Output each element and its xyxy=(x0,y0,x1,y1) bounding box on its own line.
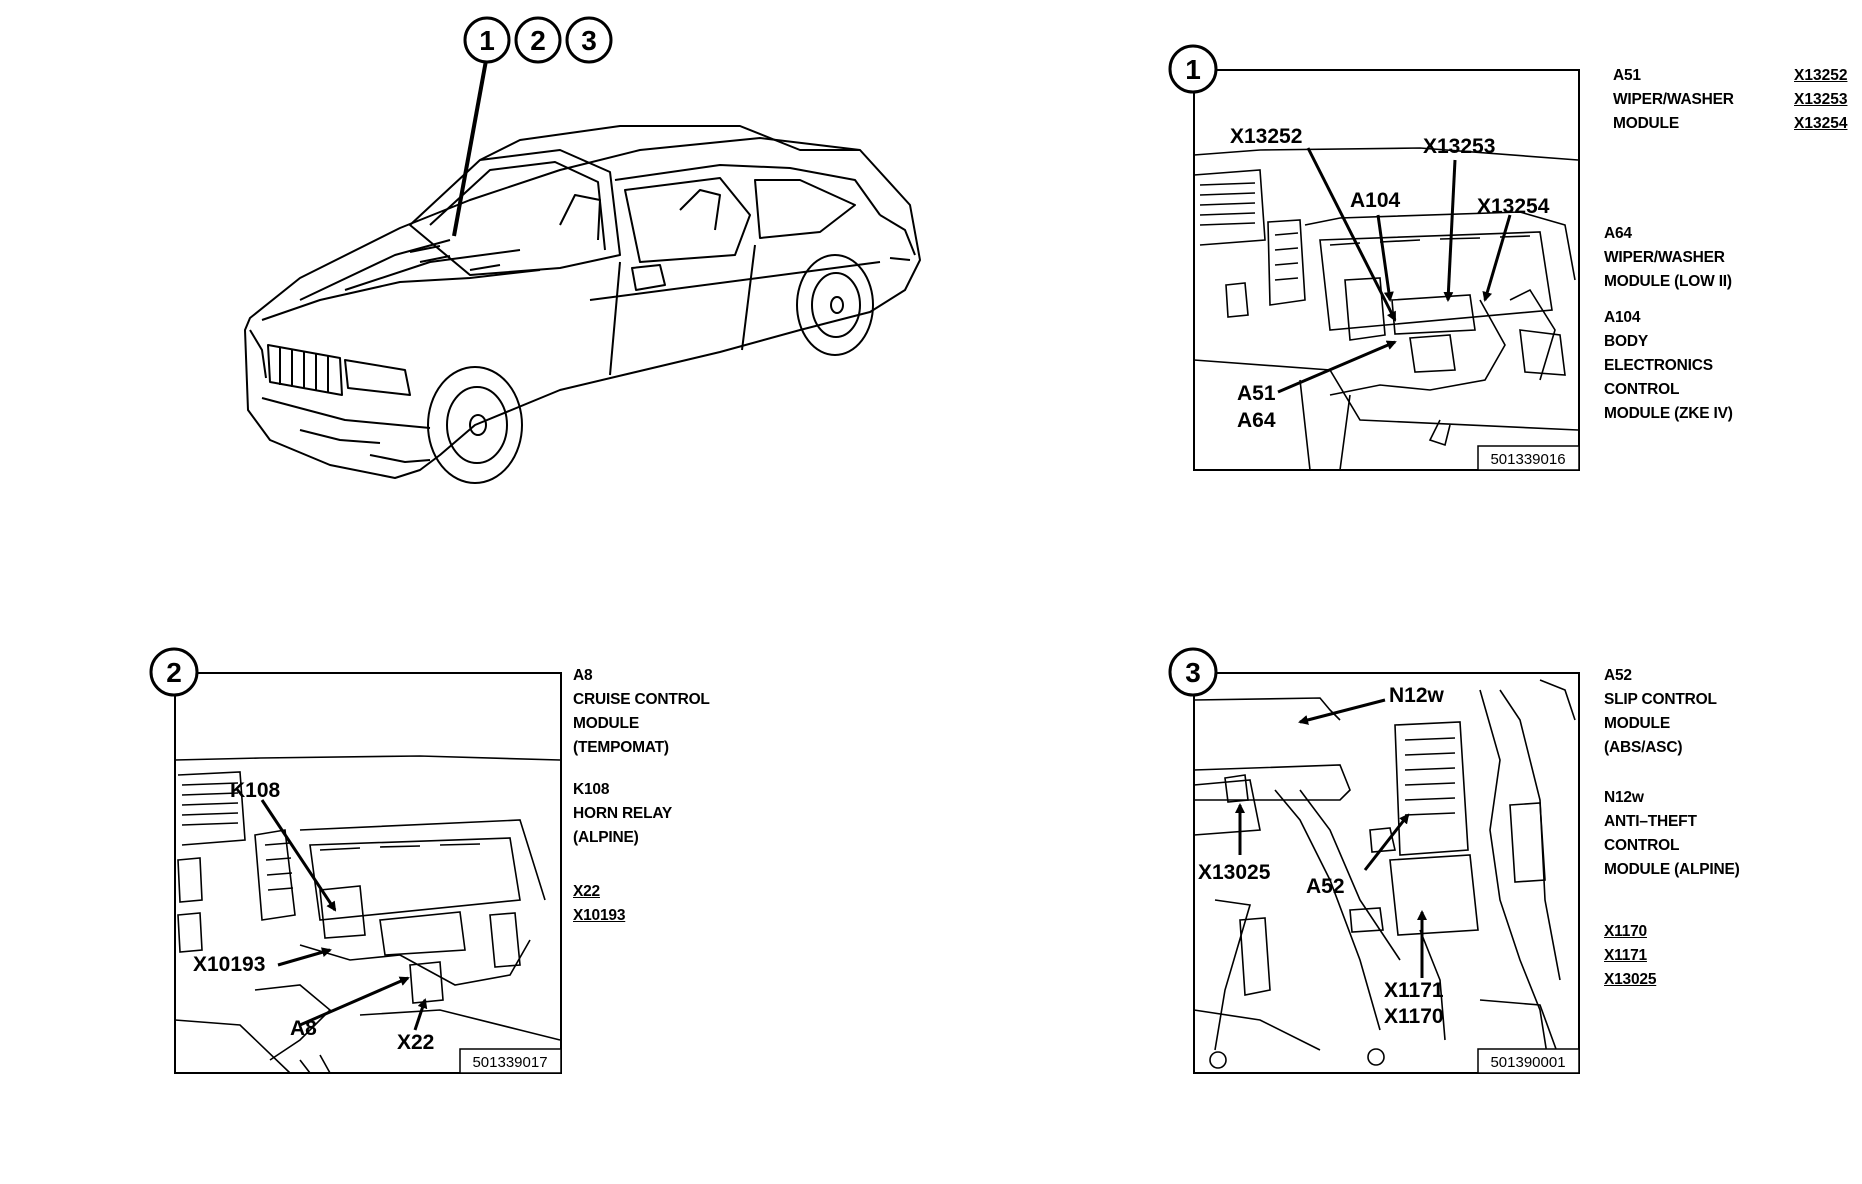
panel-1-figure-id: 501339016 xyxy=(1490,451,1565,468)
overview-number-3: 3 xyxy=(581,25,597,56)
legend-line: HORN RELAY xyxy=(573,805,673,822)
overview-circle-1 xyxy=(463,16,511,64)
panel-1-connector-list: X13252 X13253 X13254 xyxy=(1794,64,1847,136)
panel-2-frame xyxy=(174,672,562,1074)
legend-line: (ALPINE) xyxy=(573,829,639,846)
panel-1-callout-x13253: X13253 xyxy=(1423,135,1495,158)
panel-1-number-circle xyxy=(1168,44,1218,94)
legend-line: MODULE xyxy=(1604,715,1670,732)
legend-line: (ABS/ASC) xyxy=(1604,739,1683,756)
panel-3-callout-a52: A52 xyxy=(1306,875,1345,898)
overview-leader-line xyxy=(452,54,489,237)
legend-line: MODULE (LOW II) xyxy=(1604,273,1732,290)
legend-line: CONTROL xyxy=(1604,837,1680,854)
legend-line: CRUISE CONTROL xyxy=(573,691,710,708)
legend-line: MODULE (ZKE IV) xyxy=(1604,405,1733,422)
legend-line: (TEMPOMAT) xyxy=(573,739,669,756)
legend-line: BODY xyxy=(1604,333,1648,350)
connector-label: X1171 xyxy=(1604,947,1647,964)
panel-3-figure-id-box xyxy=(1477,1048,1580,1074)
panel-1-number: 1 xyxy=(1185,54,1201,85)
legend-line: MODULE xyxy=(1613,115,1679,132)
panel-3-arrows xyxy=(1235,698,1427,978)
panel-3-number: 3 xyxy=(1185,657,1201,688)
panel-2-illustration xyxy=(174,755,561,1074)
legend-line: WIPER/WASHER xyxy=(1613,91,1734,108)
panel-2-callout-a8: A8 xyxy=(290,1017,317,1040)
legend-code: A52 xyxy=(1604,667,1632,684)
panel-3-legend: A52 SLIP CONTROL MODULE (ABS/ASC) N12w A… xyxy=(1604,664,1740,992)
overview-circle-3 xyxy=(565,16,613,64)
connector-label: X1170 xyxy=(1604,923,1647,940)
panel-3-callout-x13025: X13025 xyxy=(1198,861,1271,884)
panel-1-callout-x13254: X13254 xyxy=(1477,195,1550,218)
connector-label: X13252 xyxy=(1794,67,1848,84)
legend-line: ANTI–THEFT xyxy=(1604,813,1697,830)
panel-2-legend: A8 CRUISE CONTROL MODULE (TEMPOMAT) K108… xyxy=(573,664,710,928)
panel-1-legend-a51: A51 WIPER/WASHER MODULE xyxy=(1613,64,1734,154)
panel-3: 501390001 N12w X13025 A52 X1171 X1170 3 xyxy=(1168,647,1580,1074)
panel-2-number-circle xyxy=(149,647,199,697)
panel-1-arrows xyxy=(1277,147,1512,394)
panel-3-fastener-left xyxy=(1209,1051,1227,1069)
legend-code: A8 xyxy=(573,667,593,684)
panel-1-figure-id-box xyxy=(1477,445,1580,471)
panel-2-figure-id-box xyxy=(459,1048,562,1074)
panel-2-callout-k108: K108 xyxy=(230,779,281,802)
panel-2-number: 2 xyxy=(166,657,182,688)
panel-1-callout-a64: A64 xyxy=(1237,409,1276,432)
legend-code: K108 xyxy=(573,781,610,798)
legend-line: MODULE xyxy=(573,715,639,732)
panel-2-figure-id: 501339017 xyxy=(472,1054,547,1071)
panel-2-arrows xyxy=(260,799,428,1031)
overview-number-2: 2 xyxy=(530,25,546,56)
legend-code: N12w xyxy=(1604,789,1644,806)
panel-2-callout-x10193: X10193 xyxy=(193,953,265,976)
panel-2-callout-x22: X22 xyxy=(397,1031,434,1054)
legend-line: CONTROL xyxy=(1604,381,1680,398)
connector-label: X13253 xyxy=(1794,91,1848,108)
panel-3-callout-x1171: X1171 xyxy=(1384,979,1444,1002)
panel-1-callout-a51: A51 xyxy=(1237,382,1276,405)
overview-callouts: 1 2 3 xyxy=(452,16,613,237)
car-illustration xyxy=(244,125,921,484)
panel-3-illustration xyxy=(1193,679,1576,1074)
panel-3-callout-x1170: X1170 xyxy=(1384,1005,1444,1028)
connector-label: X13254 xyxy=(1794,115,1848,132)
overview-number-1: 1 xyxy=(479,25,495,56)
legend-line: WIPER/WASHER xyxy=(1604,249,1725,266)
connector-label: X22 xyxy=(573,883,600,900)
panel-3-figure-id: 501390001 xyxy=(1490,1054,1565,1071)
connector-label: X13025 xyxy=(1604,971,1657,988)
panel-3-number-circle xyxy=(1168,647,1218,697)
overview-circle-2 xyxy=(514,16,562,64)
legend-code: A104 xyxy=(1604,309,1641,326)
legend-line: ELECTRONICS xyxy=(1604,357,1713,374)
panel-3-fastener-right xyxy=(1367,1048,1385,1066)
panel-2: 501339017 K108 X10193 A8 X22 2 xyxy=(149,647,562,1074)
panel-1-callout-a104: A104 xyxy=(1350,189,1401,212)
legend-line: SLIP CONTROL xyxy=(1604,691,1717,708)
panel-3-callout-n12w: N12w xyxy=(1389,684,1445,707)
panel-1-illustration xyxy=(1193,147,1579,471)
connector-label: X10193 xyxy=(573,907,626,924)
panel-1-legend-rest: A64 WIPER/WASHER MODULE (LOW II) A104 BO… xyxy=(1604,222,1733,444)
legend-line: MODULE (ALPINE) xyxy=(1604,861,1740,878)
legend-code: A64 xyxy=(1604,225,1632,242)
panel-1-callout-x13252: X13252 xyxy=(1230,125,1302,148)
legend-code: A51 xyxy=(1613,67,1641,84)
panel-1: 501339016 X13252 X13253 A104 X13254 A51 … xyxy=(1168,44,1580,471)
